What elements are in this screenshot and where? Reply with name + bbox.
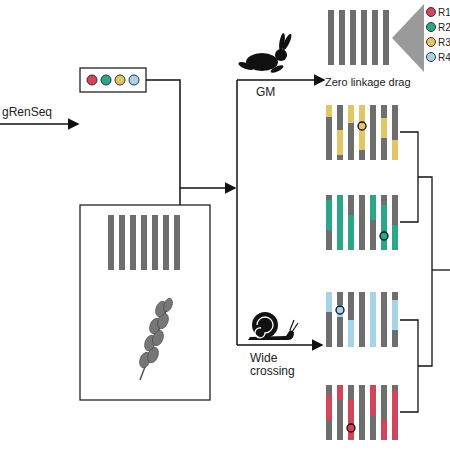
legend-swatch bbox=[426, 22, 436, 32]
legend-swatch bbox=[426, 37, 436, 47]
legend-item: R4 bbox=[426, 51, 450, 63]
legend-item: R3 bbox=[426, 36, 450, 48]
legend-item: R1 bbox=[426, 6, 450, 18]
legend-text: R4 bbox=[438, 52, 450, 63]
route-label: GM bbox=[256, 86, 275, 99]
route-label: Wide crossing bbox=[250, 352, 310, 378]
outcome-label: Zero linkage drag bbox=[325, 76, 411, 89]
legend-swatch bbox=[426, 7, 436, 17]
legend-text: R3 bbox=[438, 37, 450, 48]
legend-text: R1 bbox=[438, 7, 450, 18]
legend-swatch bbox=[426, 52, 436, 62]
legend-item: R2 bbox=[426, 21, 450, 33]
method-label: gRenSeq bbox=[2, 106, 52, 119]
legend-text: R2 bbox=[438, 22, 450, 33]
